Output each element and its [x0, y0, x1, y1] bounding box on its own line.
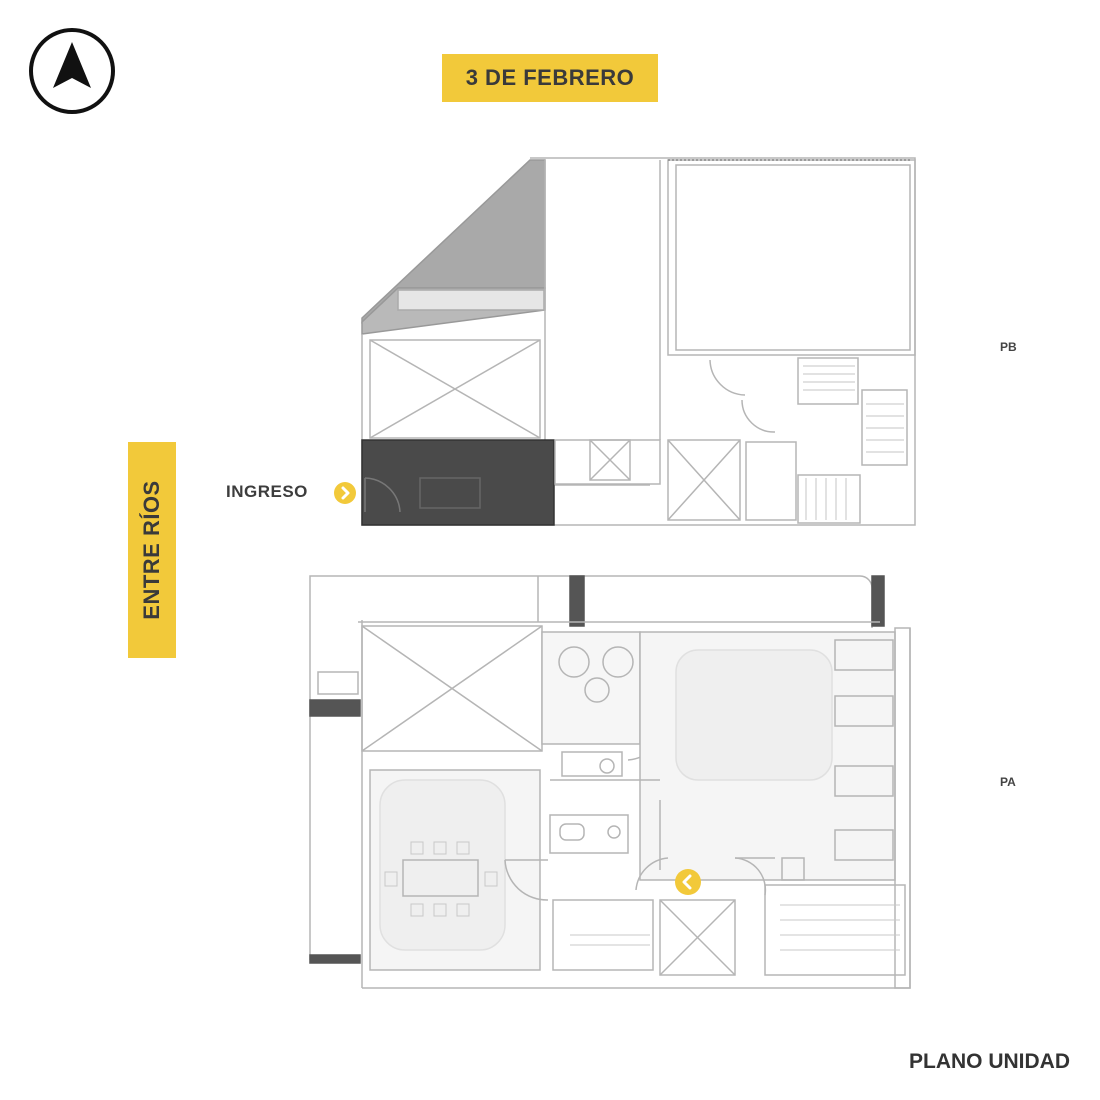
street-label-left: ENTRE RÍOS — [128, 442, 176, 658]
upper-furniture — [384, 841, 900, 951]
stair-steps-ground — [803, 365, 904, 520]
entrance-label: INGRESO — [226, 482, 308, 501]
street-label-top: 3 DE FEBRERO — [442, 54, 658, 102]
level-label-pa: PA — [1000, 775, 1016, 789]
chevron-right-icon — [334, 482, 356, 504]
upper-floor-plan — [309, 575, 911, 989]
level-label-pb: PB — [1000, 340, 1017, 354]
north-arrow-icon — [29, 28, 115, 114]
unit-highlight — [361, 439, 555, 526]
chevron-left-icon — [675, 869, 701, 895]
plan-title: PLANO UNIDAD — [909, 1050, 1070, 1073]
ground-floor-plan — [361, 157, 916, 526]
